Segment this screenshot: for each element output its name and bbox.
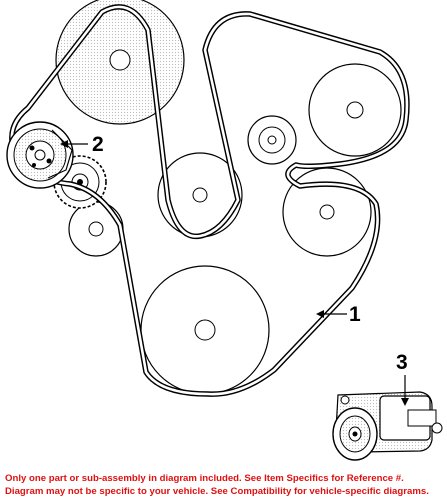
callout-tensioner: 2 — [92, 133, 104, 156]
belt-routing-diagram — [6, 0, 443, 461]
right-idler-pulley — [247, 115, 297, 165]
disclaimer-footer: Only one part or sub-assembly in diagram… — [0, 472, 447, 500]
callout-tensioner-assembly: 3 — [396, 351, 408, 374]
leader-lines — [60, 140, 409, 406]
upper-left-pulley — [55, 0, 185, 125]
upper-right-pulley — [308, 63, 402, 157]
center-pulley — [157, 152, 243, 238]
crankshaft-pulley — [140, 265, 270, 395]
disclaimer-line-1: Only one part or sub-assembly in diagram… — [5, 473, 404, 484]
serpentine-belt — [9, 4, 410, 397]
callout-belt: 1 — [349, 303, 361, 326]
tensioner-pulley — [6, 121, 74, 189]
lower-left-pulley — [68, 201, 124, 257]
disclaimer-line-2: Diagram may not be specific to your vehi… — [5, 486, 429, 497]
tensioner-assembly — [332, 391, 443, 461]
